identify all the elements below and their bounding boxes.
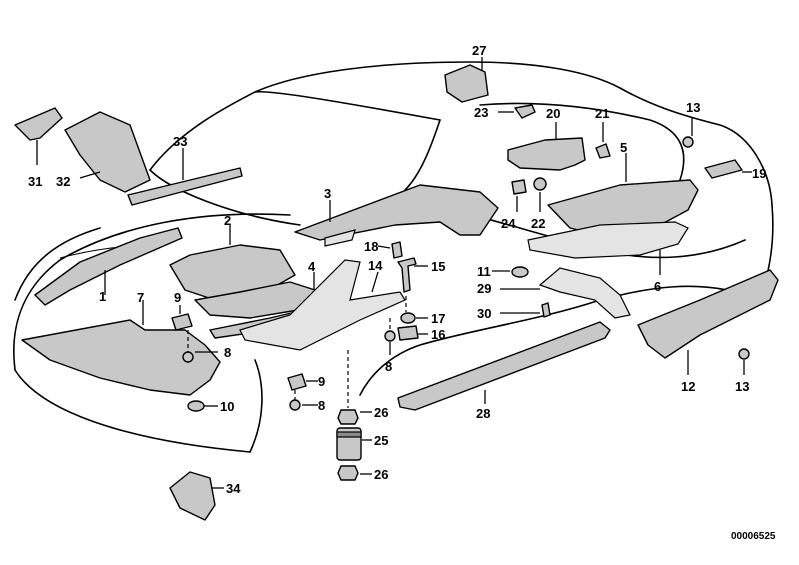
part-26a (337, 350, 372, 425)
callout-8c: 8 (385, 359, 392, 374)
part-30 (500, 302, 551, 318)
callout-24: 24 (501, 216, 516, 231)
callout-17: 17 (431, 311, 445, 326)
part-6 (527, 221, 689, 275)
callout-21: 21 (595, 106, 609, 121)
callout-2: 2 (224, 213, 231, 228)
callout-11: 11 (477, 264, 491, 279)
part-8a (182, 330, 218, 363)
part-29 (500, 267, 631, 319)
part-24 (511, 179, 527, 212)
callout-32: 32 (56, 174, 70, 189)
callout-5: 5 (620, 140, 627, 155)
callout-1: 1 (99, 289, 106, 304)
part-10 (187, 400, 218, 412)
callout-22: 22 (531, 216, 545, 231)
callout-12: 12 (681, 379, 695, 394)
part-12 (637, 269, 779, 375)
callout-30: 30 (477, 306, 491, 321)
callout-9b: 9 (318, 374, 325, 389)
callout-3: 3 (324, 186, 331, 201)
callout-31: 31 (28, 174, 42, 189)
callout-25: 25 (374, 433, 388, 448)
part-11 (492, 266, 529, 278)
part-13b (738, 348, 750, 375)
part-32 (64, 111, 151, 193)
part-7 (21, 300, 221, 396)
callout-20: 20 (546, 106, 560, 121)
part-13a (682, 118, 694, 148)
part-8c (384, 318, 396, 355)
part-27 (444, 57, 489, 103)
part-17 (400, 296, 428, 324)
part-9a (171, 305, 193, 331)
part-31 (14, 107, 63, 165)
part-33 (127, 148, 243, 206)
callout-13a: 13 (686, 100, 700, 115)
callout-15: 15 (431, 259, 445, 274)
callout-10: 10 (220, 399, 234, 414)
callout-14: 14 (368, 258, 383, 273)
part-22 (533, 177, 547, 212)
callout-8b: 8 (318, 398, 325, 413)
part-20 (507, 122, 586, 171)
part-1 (34, 227, 183, 306)
callout-26a: 26 (374, 405, 388, 420)
part-14 (239, 259, 406, 351)
callout-33: 33 (173, 134, 187, 149)
callout-23: 23 (474, 105, 488, 120)
part-23 (498, 104, 536, 119)
document-number: 00006525 (731, 531, 776, 542)
callout-6: 6 (654, 279, 661, 294)
callout-7: 7 (137, 290, 144, 305)
part-3 (294, 184, 499, 247)
part-25 (336, 427, 372, 461)
callout-4: 4 (308, 259, 316, 274)
callout-34: 34 (226, 481, 241, 496)
callout-9a: 9 (174, 290, 181, 305)
callout-labels: 1 2 3 4 5 6 7 8 8 8 9 9 10 11 12 13 13 1… (28, 43, 766, 496)
callout-8a: 8 (224, 345, 231, 360)
part-9b (287, 373, 318, 391)
callout-27: 27 (472, 43, 486, 58)
callout-26b: 26 (374, 467, 388, 482)
part-28 (397, 321, 611, 411)
part-16 (397, 325, 428, 341)
callout-28: 28 (476, 406, 490, 421)
part-18 (377, 241, 403, 259)
part-15 (397, 257, 428, 293)
callout-13b: 13 (735, 379, 749, 394)
callout-16: 16 (431, 327, 445, 342)
part-34 (169, 471, 224, 521)
part-21 (595, 122, 611, 159)
part-19 (704, 159, 752, 179)
callout-29: 29 (477, 281, 491, 296)
part-26b (337, 465, 372, 481)
callout-18: 18 (364, 239, 378, 254)
part-2 (169, 225, 296, 301)
callout-19: 19 (752, 166, 766, 181)
part-8b (289, 390, 318, 411)
